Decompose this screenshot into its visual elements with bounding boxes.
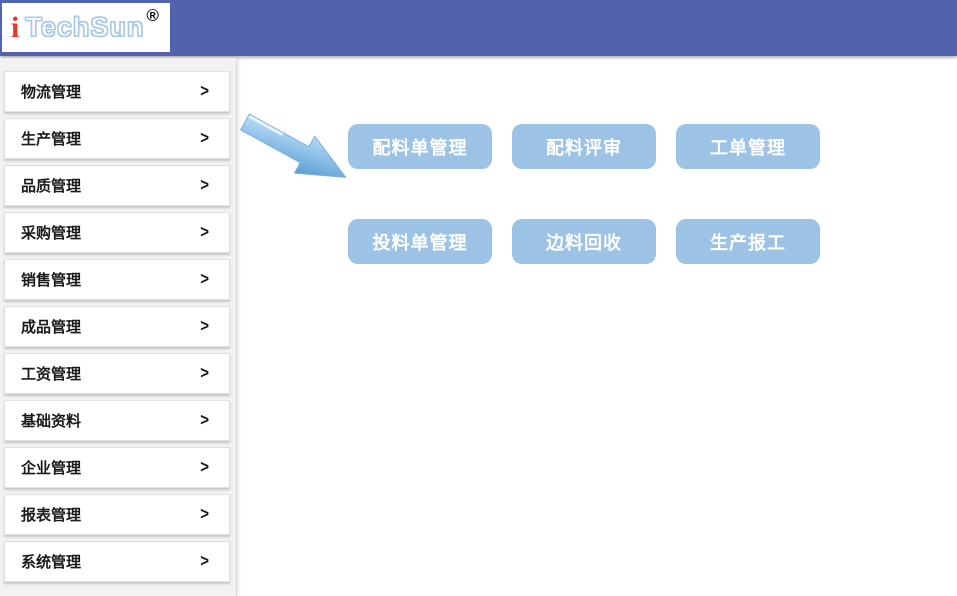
chevron-right-icon: >	[200, 175, 209, 196]
sidebar-item-system[interactable]: 系统管理 >	[4, 541, 230, 582]
sidebar-menu: 物流管理 > 生产管理 > 品质管理 > 采购管理 > 销售管理 > 成品管理 …	[0, 58, 237, 596]
chevron-right-icon: >	[200, 363, 209, 384]
sidebar-item-basic-data[interactable]: 基础资料 >	[4, 400, 230, 441]
chevron-right-icon: >	[200, 551, 209, 572]
chevron-right-icon: >	[200, 81, 209, 102]
work-order-management-button[interactable]: 工单管理	[676, 124, 820, 169]
chevron-right-icon: >	[200, 410, 209, 431]
chevron-right-icon: >	[200, 269, 209, 290]
sidebar-item-label: 系统管理	[21, 554, 82, 571]
scrap-recycling-button[interactable]: 边料回收	[512, 219, 656, 264]
sidebar-item-production[interactable]: 生产管理 >	[4, 118, 230, 159]
logo-i-mark: i	[11, 10, 20, 44]
chevron-right-icon: >	[200, 128, 209, 149]
sidebar-item-label: 生产管理	[21, 131, 82, 148]
production-reporting-button[interactable]: 生产报工	[676, 219, 820, 264]
sidebar-item-payroll[interactable]: 工资管理 >	[4, 353, 230, 394]
sidebar-item-enterprise[interactable]: 企业管理 >	[4, 447, 230, 488]
sidebar-item-label: 采购管理	[21, 225, 82, 242]
logo-brand-text: TechSun	[25, 12, 145, 42]
batching-list-management-button[interactable]: 配料单管理	[348, 124, 492, 169]
sidebar-item-finished-goods[interactable]: 成品管理 >	[4, 306, 230, 347]
batching-review-button[interactable]: 配料评审	[512, 124, 656, 169]
sidebar-item-quality[interactable]: 品质管理 >	[4, 165, 230, 206]
sidebar-item-logistics[interactable]: 物流管理 >	[4, 71, 230, 112]
chevron-right-icon: >	[200, 504, 209, 525]
logo: i TechSun ®	[2, 3, 170, 52]
sidebar-item-label: 成品管理	[21, 319, 82, 336]
sidebar-item-sales[interactable]: 销售管理 >	[4, 259, 230, 300]
sidebar-item-label: 销售管理	[21, 272, 82, 289]
registered-trademark-icon: ®	[146, 6, 159, 25]
sidebar-item-label: 物流管理	[21, 84, 82, 101]
chevron-right-icon: >	[200, 457, 209, 478]
sidebar-item-label: 报表管理	[21, 507, 82, 524]
sidebar-item-label: 品质管理	[21, 178, 82, 195]
sidebar-item-reports[interactable]: 报表管理 >	[4, 494, 230, 535]
feeding-list-management-button[interactable]: 投料单管理	[348, 219, 492, 264]
sidebar-item-purchasing[interactable]: 采购管理 >	[4, 212, 230, 253]
module-button-grid: 配料单管理 配料评审 工单管理 投料单管理 边料回收 生产报工	[348, 124, 820, 264]
chevron-right-icon: >	[200, 316, 209, 337]
sidebar-item-label: 基础资料	[21, 413, 82, 430]
sidebar-item-label: 工资管理	[21, 366, 82, 383]
sidebar-item-label: 企业管理	[21, 460, 82, 477]
app-header: i TechSun ®	[0, 0, 957, 56]
chevron-right-icon: >	[200, 222, 209, 243]
